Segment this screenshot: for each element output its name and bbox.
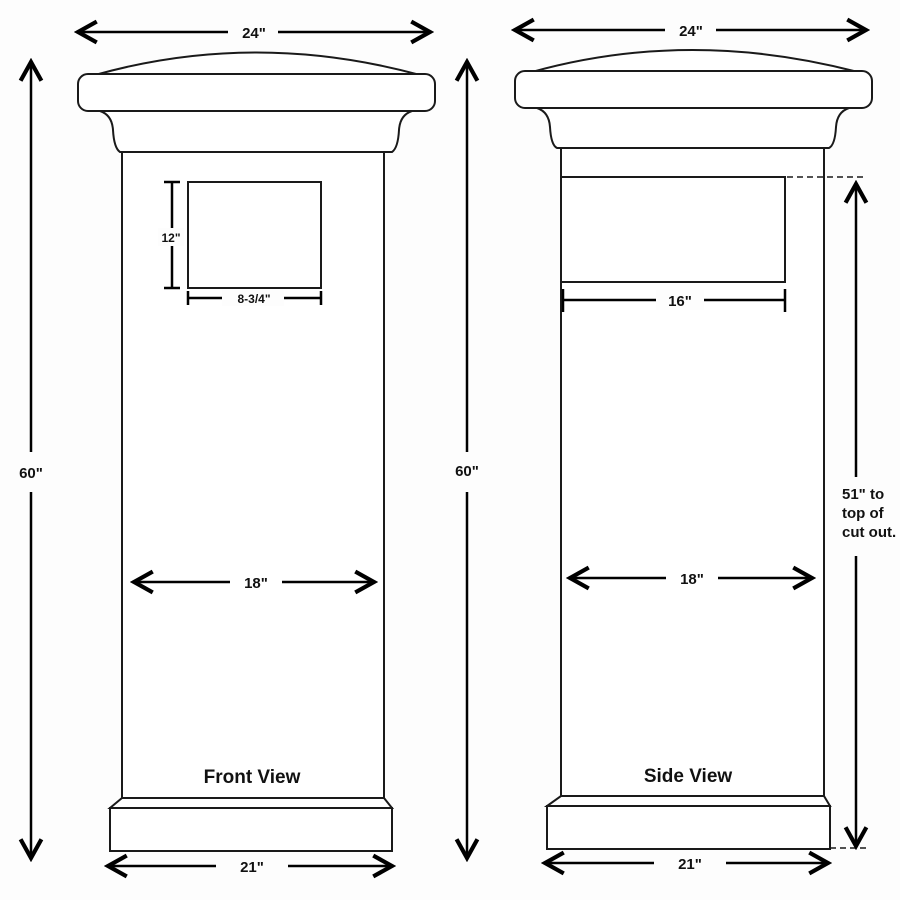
side-view-title: Side View <box>644 766 733 787</box>
side-base-plinth <box>546 805 831 850</box>
side-view: 16" 51" to top of cut out. 24" 60" 18" S… <box>455 23 900 873</box>
side-cutout <box>560 176 786 283</box>
front-cap-slab <box>77 73 436 112</box>
front-cap-width-label: 24" <box>242 25 266 42</box>
side-cap-slab <box>514 70 873 109</box>
front-cap-dome <box>94 51 421 76</box>
side-cap-width-label: 24" <box>679 23 703 40</box>
front-view-title: Front View <box>204 767 301 788</box>
cutout-width-label: 16" <box>668 293 692 310</box>
cutout-height-note: 51" to top of cut out. <box>842 486 896 541</box>
side-cap-dome <box>531 49 859 73</box>
front-body-width-label: 18" <box>244 575 268 592</box>
side-body-width-label: 18" <box>680 571 704 588</box>
front-cap-cove <box>99 110 413 153</box>
front-base-chamfer <box>107 797 395 809</box>
opening-width-label: 8-3/4" <box>237 292 270 306</box>
front-base-plinth <box>109 807 393 852</box>
side-base-width-label: 21" <box>678 856 702 873</box>
opening-height-label: 12" <box>161 231 180 245</box>
side-base-chamfer <box>543 795 832 807</box>
front-height-label: 60" <box>19 465 43 482</box>
side-cap-cove <box>536 107 850 149</box>
front-mail-opening <box>187 181 322 289</box>
front-base-width-label: 21" <box>240 859 264 876</box>
side-height-label: 60" <box>455 463 479 480</box>
front-view: 12" 8-3/4" 24" 60" 18" Front View 21" <box>19 25 436 876</box>
